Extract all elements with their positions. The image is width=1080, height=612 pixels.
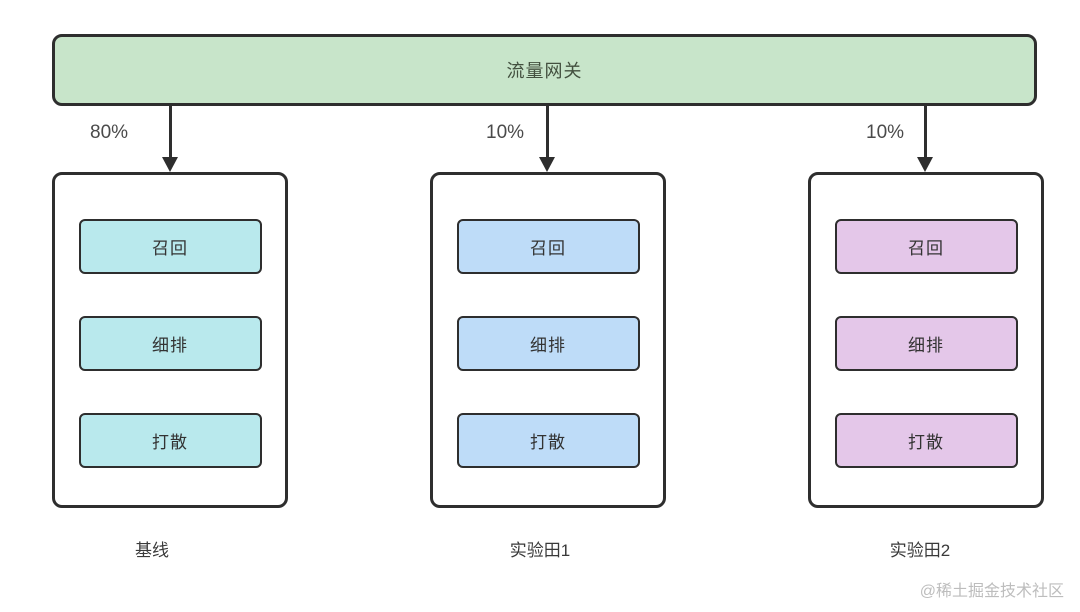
lane-label-baseline: 基线 [135,541,169,560]
branch-percent-experiment-2: 10% [866,122,905,143]
step-scatter: 打散 [78,413,262,468]
step-label: 召回 [530,239,566,258]
step-label: 召回 [908,239,944,258]
connector-experiment-2 [917,106,933,172]
step-recall: 召回 [834,219,1018,274]
step-fine-rank: 细排 [78,316,262,371]
step-label: 细排 [908,336,944,355]
gateway-label: 流量网关 [506,61,583,81]
arrow-down-icon [917,157,933,172]
connector-experiment-1 [539,106,555,172]
arrow-down-icon [162,157,178,172]
step-recall: 召回 [78,219,262,274]
step-scatter: 打散 [456,413,640,468]
lane-label-experiment-2: 实验田2 [889,541,951,560]
branch-percent-baseline: 80% [90,122,129,143]
branch-percent-experiment-1: 10% [486,122,525,143]
lane-label-experiment-1: 实验田1 [509,541,571,560]
lane-experiment-2: 召回 细排 打散 [808,172,1044,508]
arrow-down-icon [539,157,555,172]
step-scatter: 打散 [834,413,1018,468]
step-label: 召回 [152,239,188,258]
connector-line [168,106,172,160]
step-fine-rank: 细排 [456,316,640,371]
gateway-box: 流量网关 [52,34,1037,106]
step-label: 细排 [152,336,188,355]
step-label: 细排 [530,336,566,355]
lane-baseline: 召回 细排 打散 [52,172,288,508]
step-label: 打散 [908,433,944,452]
step-recall: 召回 [456,219,640,274]
lane-experiment-1: 召回 细排 打散 [430,172,666,508]
watermark: @稀土掘金技术社区 [919,583,1064,600]
step-fine-rank: 细排 [834,316,1018,371]
connector-line [923,106,927,160]
step-label: 打散 [530,433,566,452]
step-label: 打散 [152,433,188,452]
connector-baseline [162,106,178,172]
connector-line [545,106,549,160]
